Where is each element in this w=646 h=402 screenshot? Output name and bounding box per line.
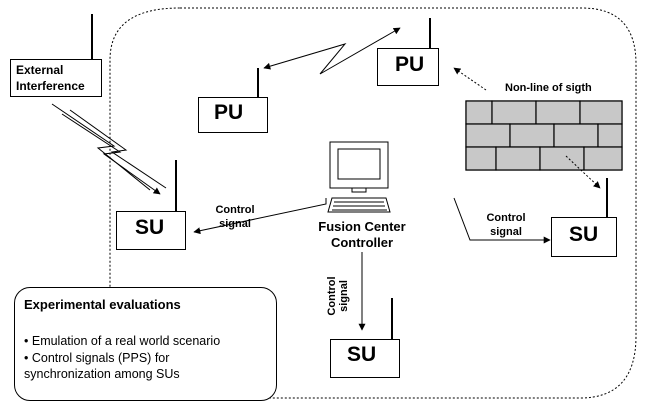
evaluation-item-2-text: Control signals (PPS) for	[31, 351, 170, 365]
external-interference-box	[10, 59, 102, 97]
pu-link-zigzag	[263, 27, 401, 75]
evaluation-item-1-text: Emulation of a real world scenario	[31, 334, 221, 348]
su-bottom-box	[330, 339, 400, 378]
external-interference-label-2: Interference	[16, 79, 85, 93]
control-arrow-left	[193, 198, 327, 235]
su-bottom-label: SU	[347, 343, 377, 366]
pu-right-box	[377, 48, 439, 86]
pu-left-label: PU	[214, 101, 244, 124]
fusion-center-label-1: Fusion Center	[318, 219, 406, 234]
evaluation-item-2: • Control signals (PPS) for	[24, 351, 170, 365]
su-right-label: SU	[569, 223, 599, 246]
su-right-box	[551, 217, 617, 257]
control-signal-left-label-1: Control	[215, 204, 255, 216]
control-signal-right-label-2: signal	[490, 226, 522, 238]
su-left-label: SU	[135, 216, 165, 239]
experimental-evaluations-title: Experimental evaluations	[24, 297, 181, 312]
evaluation-item-1: • Emulation of a real world scenario	[24, 334, 221, 348]
su-left-box	[116, 211, 186, 250]
experimental-evaluations-box: Experimental evaluations • Emulation of …	[14, 287, 277, 401]
control-arrow-right	[453, 197, 551, 244]
coverage-region-boundary	[109, 7, 637, 399]
pu-left-box	[198, 97, 268, 133]
fusion-center-label-2: Controller	[330, 235, 394, 250]
non-line-of-sight-label: Non-line of sigth	[505, 82, 592, 94]
control-signal-bottom-label: Control signal	[312, 264, 372, 324]
control-signal-bottom-label-2: signal	[338, 280, 350, 312]
control-signal-right-label-1: Control	[486, 212, 526, 224]
fusion-center-computer-icon	[327, 141, 391, 213]
interference-signal	[51, 103, 167, 195]
control-signal-bottom-label-1: Control	[326, 276, 338, 316]
control-signal-left-label-2: signal	[219, 218, 251, 230]
evaluation-item-3-text: synchronization among SUs	[24, 367, 180, 381]
nlos-arrow-to-pu	[453, 67, 487, 91]
external-interference-label-1: External	[16, 63, 64, 77]
brick-wall-obstacle	[465, 100, 623, 171]
pu-right-label: PU	[395, 53, 425, 76]
evaluation-item-3: synchronization among SUs	[24, 366, 180, 382]
